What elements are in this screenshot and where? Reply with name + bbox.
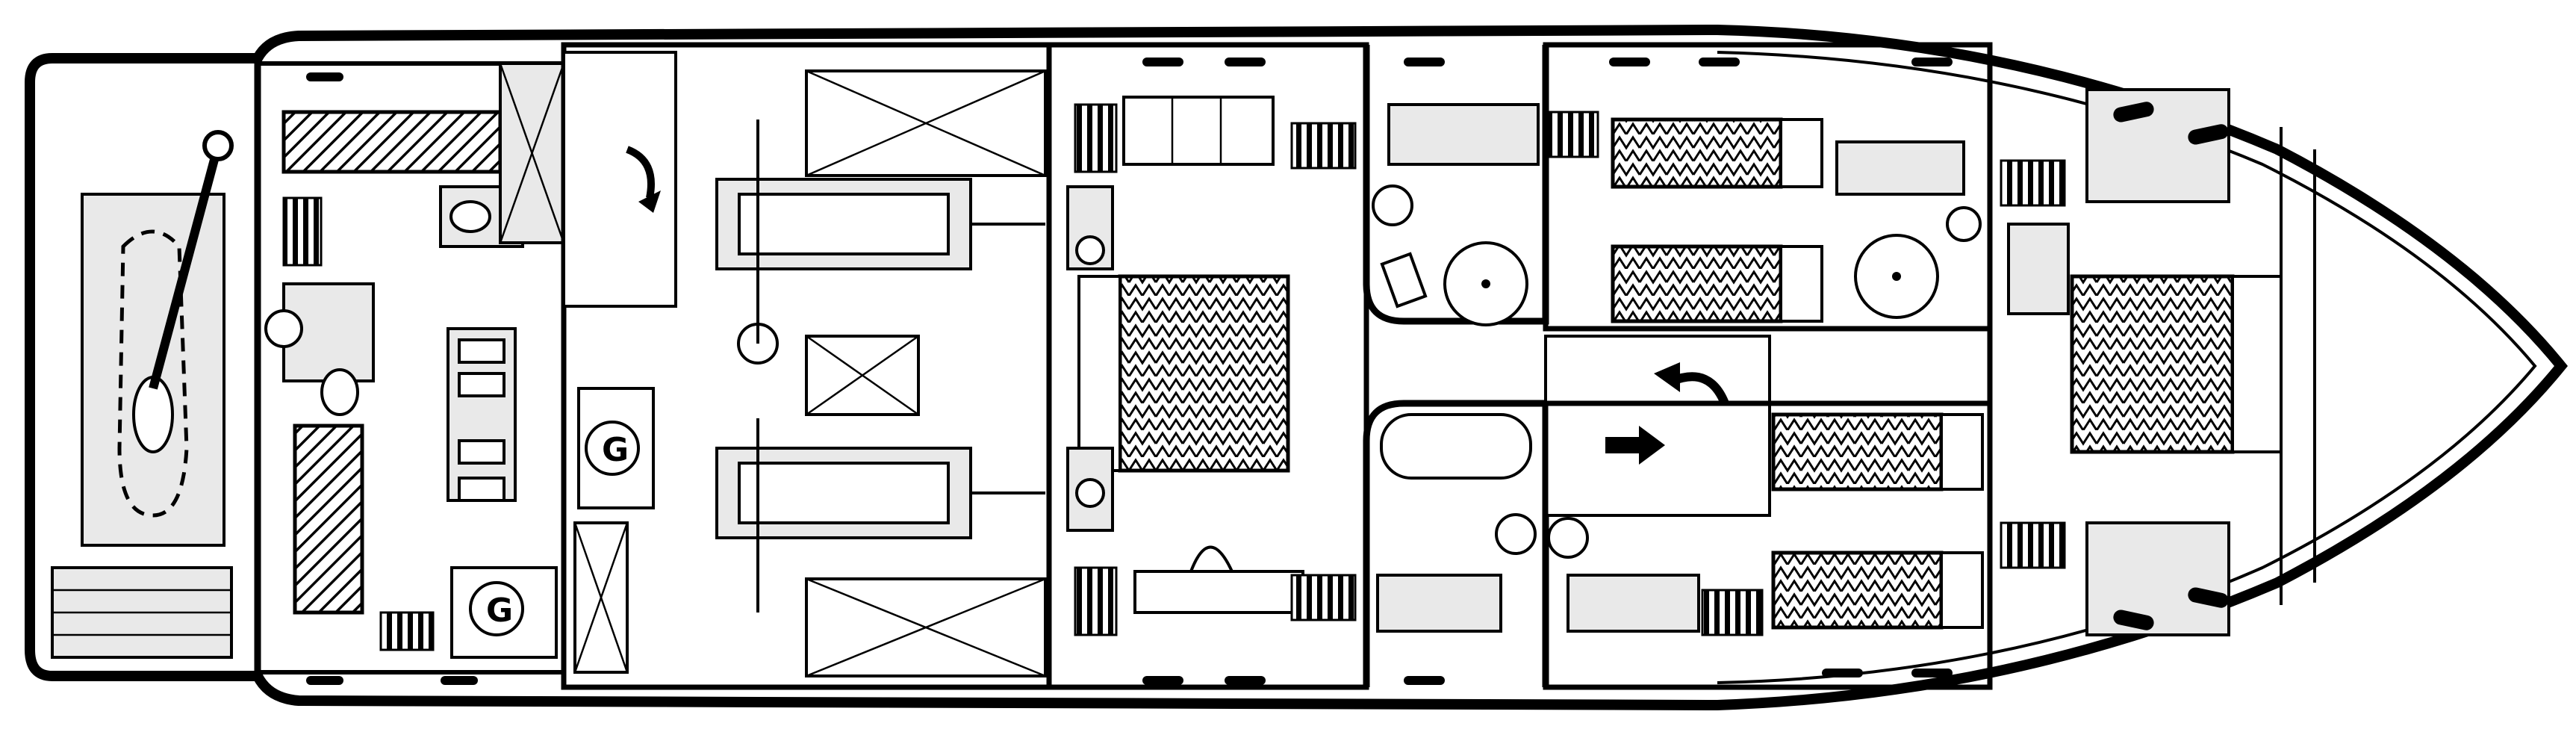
door-swing-arrow-icon-aft — [1639, 426, 1665, 465]
sink-icon-master-1 — [1075, 235, 1105, 265]
hallway-floor — [1544, 335, 1771, 517]
engine-room: G G — [450, 42, 1052, 690]
engine-icon-2 — [715, 418, 1045, 612]
berth-icon-port-2 — [1611, 244, 1783, 323]
engine-icon — [715, 120, 1045, 365]
toilet-icon — [320, 368, 359, 416]
vanity-guest-1 — [1387, 103, 1540, 166]
guest-cabin-stbd — [1543, 400, 1993, 690]
door-swing-arrow-icon — [626, 146, 655, 199]
hull-inner-line — [1717, 51, 2537, 684]
bidet — [1380, 252, 1428, 308]
generator-label-2: G — [486, 592, 513, 630]
door-swing-arrow-icon-fwd — [1654, 362, 1680, 392]
stairs-icon — [282, 196, 323, 267]
swim-platform — [51, 130, 234, 659]
nightstand — [1077, 275, 1121, 472]
crane-pivot — [202, 130, 234, 161]
berth-icon-vip — [2070, 274, 2235, 454]
berth-icon-port-1 — [1611, 117, 1783, 189]
vip-vanity — [2007, 223, 2070, 315]
berth-icon-stbd-2 — [1771, 551, 1944, 630]
center-hallway — [1544, 111, 1771, 636]
settee — [1122, 96, 1275, 166]
sink-icon-master-2 — [1075, 478, 1105, 508]
generator-icon-1 — [585, 421, 640, 476]
toilet-icon-guest-2 — [1495, 513, 1537, 555]
jetski-icon — [117, 229, 189, 518]
toilet-icon-port — [1946, 206, 1982, 242]
tender-bay — [81, 193, 225, 547]
vanity-port-cabin — [1835, 140, 1965, 196]
generator-icon-2 — [469, 581, 524, 636]
berth-icon — [1118, 274, 1290, 473]
guest-cabin-port — [1543, 42, 1993, 332]
toilet-icon-stbd — [1547, 517, 1589, 559]
vip-locker-port — [2085, 88, 2230, 203]
crew-berth-lower — [293, 424, 364, 615]
guest-heads — [1363, 45, 1549, 687]
davit-crane-icon — [149, 144, 223, 390]
forward-stateroom — [1987, 45, 2316, 687]
desk-chair — [1189, 545, 1233, 572]
stairs-icon-master — [1074, 103, 1118, 173]
vip-locker-stbd — [2085, 521, 2230, 636]
sink-icon — [264, 309, 303, 348]
bathtub-icon — [1380, 413, 1532, 480]
master-stateroom — [1046, 42, 1369, 690]
generator-label-1: G — [602, 431, 629, 469]
berth-icon-stbd-1 — [1771, 412, 1944, 491]
desk — [1133, 570, 1304, 614]
porthole-icon — [306, 72, 343, 81]
washer-icon — [449, 200, 491, 233]
vanity-stbd-cabin — [1567, 574, 1700, 633]
stairs-icon-aft — [379, 611, 435, 651]
workshop — [562, 51, 677, 308]
toilet-icon-guest-1 — [1372, 184, 1413, 226]
vanity-guest-2 — [1376, 574, 1502, 633]
crew-berth-upper — [281, 110, 503, 174]
